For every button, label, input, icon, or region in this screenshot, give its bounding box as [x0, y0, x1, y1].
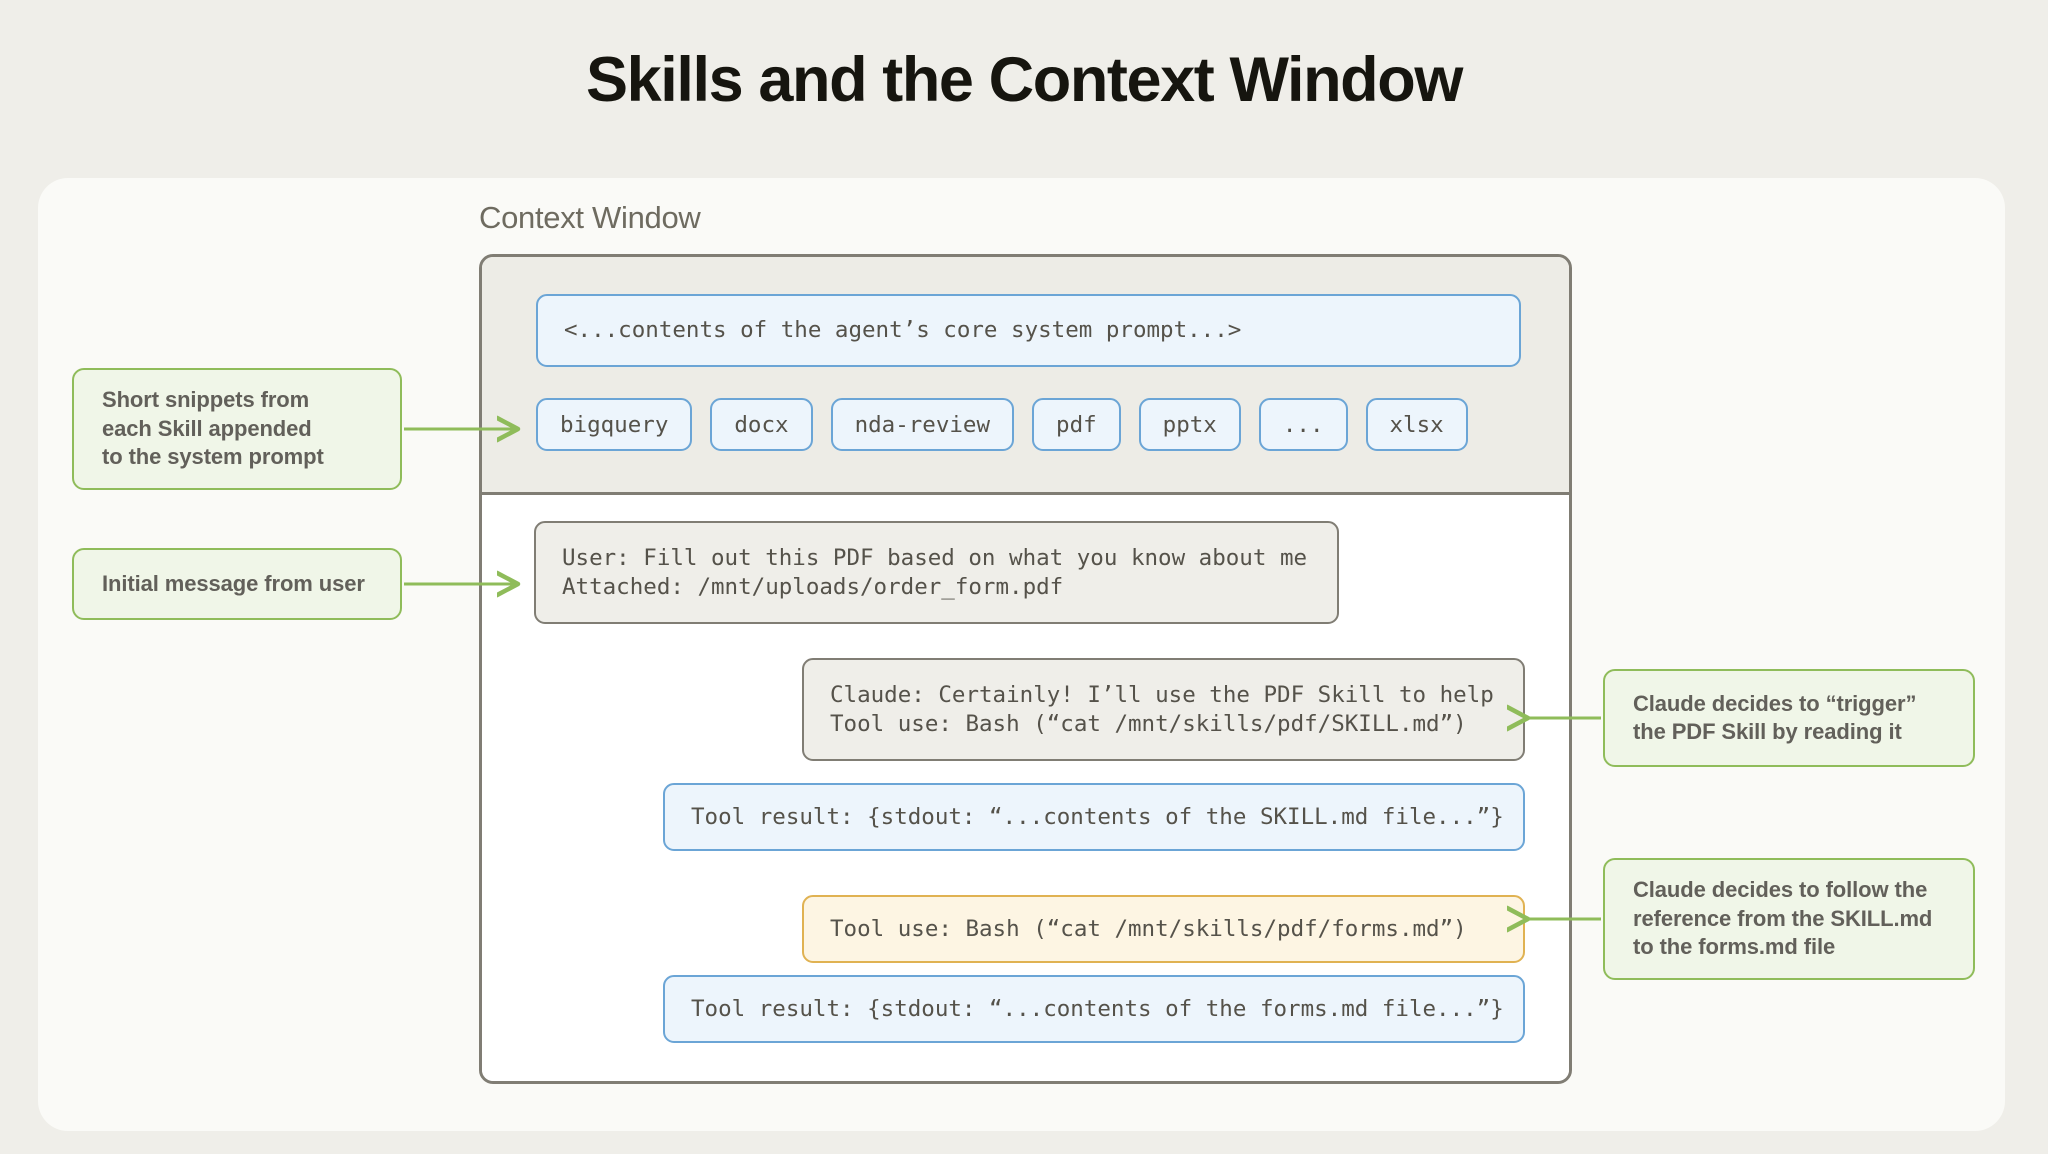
- annotation-skill-snippets: Short snippets from each Skill appended …: [72, 368, 402, 490]
- claude-reply-line-1: Claude: Certainly! I’ll use the PDF Skil…: [830, 681, 1494, 708]
- annotation-line-1: Claude decides to “trigger”: [1633, 690, 1917, 716]
- tool-use-forms-md-text: Tool use: Bash (“cat /mnt/skills/pdf/for…: [830, 915, 1467, 942]
- tool-result-forms-md-text: Tool result: {stdout: “...contents of th…: [691, 995, 1504, 1022]
- skill-chip-label: docx: [734, 411, 789, 438]
- skill-chip-label: pptx: [1162, 411, 1217, 438]
- annotation-line-3: to the forms.md file: [1633, 934, 1836, 960]
- annotation-line-1: Claude decides to follow the: [1633, 877, 1928, 903]
- annotation-line-1: Short snippets from: [102, 387, 310, 413]
- page-title: Skills and the Context Window: [586, 45, 1463, 115]
- skill-chip-label: nda-review: [854, 411, 991, 438]
- context-window-frame: <...contents of the agent’s core system …: [479, 254, 1572, 1084]
- skill-chip-pdf[interactable]: pdf: [1032, 398, 1121, 451]
- system-prompt-text: <...contents of the agent’s core system …: [564, 317, 1242, 343]
- user-message-box: User: Fill out this PDF based on what yo…: [534, 521, 1339, 624]
- skill-chip-label: xlsx: [1389, 411, 1444, 438]
- skill-chip-row: bigquery docx nda-review pdf pptx ... xl…: [536, 398, 1468, 451]
- annotation-line-3: to the system prompt: [102, 444, 324, 470]
- annotation-trigger-skill: Claude decides to “trigger” the PDF Skil…: [1603, 669, 1975, 767]
- conversation-section: User: Fill out this PDF based on what yo…: [482, 498, 1569, 1081]
- annotation-line-2: reference from the SKILL.md: [1633, 905, 1933, 931]
- skill-chip-label: pdf: [1056, 411, 1097, 438]
- skill-chip-nda-review[interactable]: nda-review: [830, 398, 1015, 451]
- skill-chip-pptx[interactable]: pptx: [1138, 398, 1241, 451]
- skill-chip-docx[interactable]: docx: [710, 398, 813, 451]
- annotation-follow-reference: Claude decides to follow the reference f…: [1603, 858, 1975, 980]
- skill-chip-ellipsis[interactable]: ...: [1258, 398, 1348, 451]
- skill-chip-label: ...: [1282, 411, 1324, 438]
- tool-use-forms-md-box: Tool use: Bash (“cat /mnt/skills/pdf/for…: [802, 895, 1525, 963]
- skill-chip-label: bigquery: [560, 411, 669, 438]
- annotation-line-1: Initial message from user: [102, 570, 365, 596]
- skill-chip-xlsx[interactable]: xlsx: [1365, 398, 1468, 451]
- tool-result-forms-md-box: Tool result: {stdout: “...contents of th…: [663, 975, 1525, 1043]
- tool-result-skill-md-text: Tool result: {stdout: “...contents of th…: [691, 803, 1504, 830]
- user-message-line-1: User: Fill out this PDF based on what yo…: [562, 544, 1308, 571]
- system-prompt-box: <...contents of the agent’s core system …: [536, 294, 1521, 367]
- claude-reply-box: Claude: Certainly! I’ll use the PDF Skil…: [802, 658, 1525, 761]
- system-prompt-section: <...contents of the agent’s core system …: [482, 257, 1569, 495]
- annotation-initial-message: Initial message from user: [72, 548, 402, 620]
- tool-result-skill-md-box: Tool result: {stdout: “...contents of th…: [663, 783, 1525, 851]
- annotation-line-2: each Skill appended: [102, 415, 312, 441]
- context-window-label: Context Window: [479, 200, 701, 235]
- skill-chip-bigquery[interactable]: bigquery: [536, 398, 693, 451]
- annotation-line-2: the PDF Skill by reading it: [1633, 719, 1902, 744]
- user-message-line-2: Attached: /mnt/uploads/order_form.pdf: [562, 573, 1064, 600]
- claude-reply-line-2: Tool use: Bash (“cat /mnt/skills/pdf/SKI…: [830, 710, 1467, 737]
